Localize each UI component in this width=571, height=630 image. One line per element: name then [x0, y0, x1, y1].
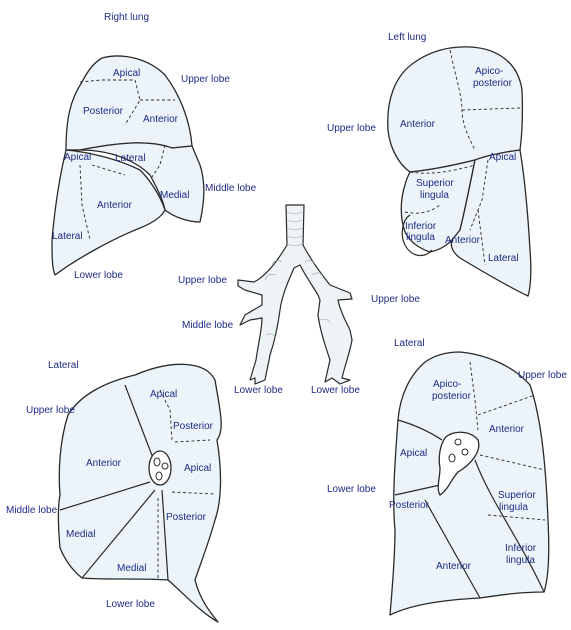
- left-seg-superior-lingula-2: lingula: [420, 190, 449, 201]
- left-seg-anterior-lower: Anterior: [445, 235, 481, 246]
- left-seg-inferior-lingula-2: lingula: [406, 232, 435, 243]
- left-upper-lobe-label: Upper lobe: [327, 123, 376, 134]
- bronchus-lower-lobe-right-label: Lower lobe: [311, 385, 360, 396]
- bronchus-upper-lobe-left-label: Upper lobe: [178, 275, 227, 286]
- left-lung-medial-view: Lateral Upper lobe Lower lobe Apico- pos…: [327, 338, 567, 615]
- right-seg-medial-middle: Medial: [160, 190, 189, 201]
- right-seg-lateral-lower: Lateral: [52, 231, 83, 242]
- right-lung-medial-view: Lateral Upper lobe Middle lobe Lower lob…: [6, 360, 221, 622]
- right-seg-lateral-middle: Lateral: [115, 153, 146, 164]
- right-lung-lateral-view: Right lung Upper lobe Middle lobe Lower …: [52, 12, 257, 281]
- left-seg-anterior: Anterior: [400, 119, 436, 130]
- right-seg-posterior: Posterior: [83, 106, 124, 117]
- left-seg-lateral: Lateral: [488, 253, 519, 264]
- left-medial-seg-superior-lingula-2: lingula: [499, 502, 528, 513]
- right-medial-middle-lobe-label: Middle lobe: [6, 505, 58, 516]
- left-medial-seg-anterior-lower: Anterior: [436, 561, 472, 572]
- right-medial-lateral-label: Lateral: [48, 360, 79, 371]
- left-medial-seg-inferior-lingula-1: Inferior: [505, 543, 537, 554]
- right-medial-seg-posterior-lower: Posterior: [166, 512, 207, 523]
- right-middle-lobe-label: Middle lobe: [205, 183, 257, 194]
- right-medial-seg-apical-lower: Apical: [184, 463, 211, 474]
- right-lung-title: Right lung: [104, 12, 149, 23]
- right-medial-seg-apical: Apical: [150, 389, 177, 400]
- trachea-and-bronchi: [238, 205, 352, 384]
- left-medial-seg-posterior: Posterior: [389, 500, 430, 511]
- right-seg-anterior: Anterior: [143, 114, 179, 125]
- left-seg-apical: Apical: [489, 152, 516, 163]
- bronchus-upper-lobe-right-label: Upper lobe: [371, 294, 420, 305]
- left-medial-seg-apico-posterior-2: posterior: [432, 391, 472, 402]
- right-seg-apical-lower: Apical: [64, 152, 91, 163]
- left-medial-lower-lobe-label: Lower lobe: [327, 484, 376, 495]
- right-upper-lobe-label: Upper lobe: [181, 74, 230, 85]
- left-medial-seg-inferior-lingula-2: lingula: [506, 555, 535, 566]
- right-seg-anterior-lower: Anterior: [97, 200, 133, 211]
- right-medial-seg-anterior: Anterior: [86, 458, 122, 469]
- bronchial-tree: Upper lobe Middle lobe Lower lobe Upper …: [178, 205, 420, 396]
- left-medial-lateral-label: Lateral: [394, 338, 425, 349]
- bronchus-lower-lobe-left-label: Lower lobe: [234, 385, 283, 396]
- left-medial-seg-apico-posterior-1: Apico-: [433, 379, 461, 390]
- left-seg-apico-posterior-1: Apico-: [475, 66, 503, 77]
- right-medial-lower-lobe-label: Lower lobe: [106, 599, 155, 610]
- bronchus-middle-lobe-label: Middle lobe: [182, 320, 234, 331]
- left-seg-superior-lingula-1: Superior: [416, 178, 454, 189]
- left-medial-seg-anterior: Anterior: [489, 424, 525, 435]
- right-medial-seg-posterior: Posterior: [173, 421, 214, 432]
- right-medial-seg-medial-middle: Medial: [66, 529, 95, 540]
- right-lower-lobe-label: Lower lobe: [74, 270, 123, 281]
- left-lung-title: Left lung: [388, 32, 426, 43]
- left-medial-upper-lobe-label: Upper lobe: [518, 370, 567, 381]
- left-medial-seg-superior-lingula-1: Superior: [498, 490, 536, 501]
- right-seg-apical: Apical: [113, 68, 140, 79]
- right-medial-upper-lobe-label: Upper lobe: [26, 405, 75, 416]
- left-lung-lateral-view: Left lung Upper lobe Apico- posterior An…: [327, 32, 531, 296]
- left-medial-seg-apical: Apical: [400, 448, 427, 459]
- left-seg-inferior-lingula-1: Inferior: [405, 221, 437, 232]
- right-medial-seg-medial-lower: Medial: [117, 563, 146, 574]
- left-seg-apico-posterior-2: posterior: [473, 78, 513, 89]
